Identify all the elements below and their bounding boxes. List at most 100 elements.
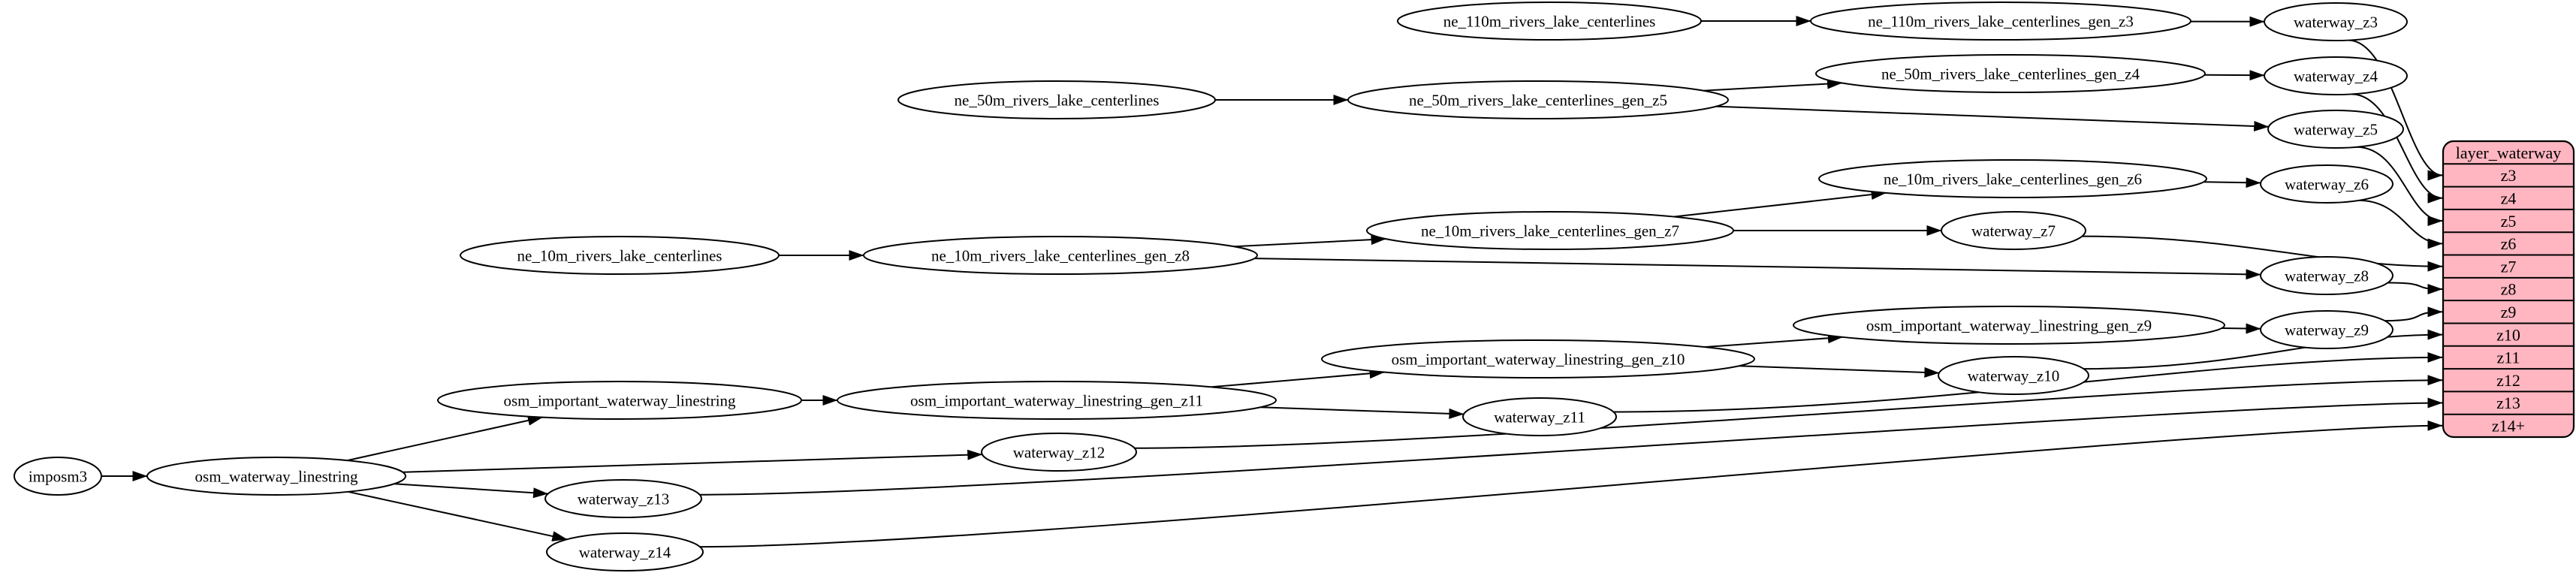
- edge-osm-important-waterway-linestring-gen-z11-to-osm-important-waterway-linestring-gen-z10: [1211, 368, 1385, 388]
- node-ne-110m-rivers-lake-centerlines: ne_110m_rivers_lake_centerlines: [1397, 2, 1702, 41]
- edge-waterway-z14-to-layer-waterway-z14-: [699, 420, 2443, 548]
- node-ellipse: [146, 457, 406, 496]
- edge-waterway-z6-to-layer-waterway-z6: [2358, 199, 2443, 249]
- node-ellipse: [2260, 256, 2394, 295]
- node-ellipse: [897, 80, 1216, 119]
- edge-ne-10m-rivers-lake-centerlines-gen-z7-to-ne-10m-rivers-lake-centerlines-gen-z6: [1673, 189, 1887, 218]
- node-osm-important-waterway-linestring-gen-z9: osm_important_waterway_linestring_gen_z9: [1793, 306, 2225, 345]
- node-ellipse: [2264, 56, 2408, 95]
- node-ellipse: [1366, 211, 1734, 250]
- node-waterway-z5: waterway_z5: [2267, 110, 2404, 149]
- table-row-z14-: z14+: [2492, 417, 2525, 436]
- node-label: waterway_z8: [2285, 267, 2369, 285]
- node-label: osm_important_waterway_linestring_gen_z1…: [1392, 350, 1685, 368]
- node-osm-important-waterway-linestring: osm_important_waterway_linestring: [437, 381, 802, 420]
- node-ellipse: [2260, 164, 2394, 204]
- node-waterway-z11: waterway_z11: [1462, 397, 1617, 436]
- node-ellipse: [1347, 80, 1729, 119]
- node-osm-important-waterway-linestring-gen-z11: osm_important_waterway_linestring_gen_z1…: [837, 381, 1277, 420]
- node-ne-110m-rivers-lake-centerlines-gen-z3: ne_110m_rivers_lake_centerlines_gen_z3: [1810, 2, 2191, 41]
- node-label: ne_110m_rivers_lake_centerlines_gen_z3: [1868, 12, 2134, 30]
- node-ellipse: [981, 433, 1137, 472]
- edge-osm-waterway-linestring-to-waterway-z14: [348, 490, 568, 541]
- node-ne-10m-rivers-lake-centerlines-gen-z6: ne_10m_rivers_lake_centerlines_gen_z6: [1818, 159, 2207, 198]
- node-label: osm_important_waterway_linestring: [503, 391, 736, 409]
- table-row-z10: z10: [2496, 325, 2520, 344]
- node-osm-waterway-linestring: osm_waterway_linestring: [146, 457, 406, 496]
- node-label: osm_waterway_linestring: [195, 467, 358, 485]
- node-waterway-z13: waterway_z13: [544, 479, 702, 518]
- node-label: waterway_z5: [2294, 120, 2378, 138]
- node-ne-50m-rivers-lake-centerlines-gen-z4: ne_50m_rivers_lake_centerlines_gen_z4: [1815, 54, 2206, 93]
- node-osm-important-waterway-linestring-gen-z10: osm_important_waterway_linestring_gen_z1…: [1321, 339, 1755, 378]
- node-ellipse: [1793, 306, 2225, 345]
- node-ellipse: [1462, 397, 1617, 436]
- node-label: ne_10m_rivers_lake_centerlines: [517, 246, 722, 264]
- node-ellipse: [2260, 310, 2394, 349]
- edge-waterway-z7-to-layer-waterway-z7: [2082, 235, 2443, 272]
- edge-ne-50m-rivers-lake-centerlines-gen-z5-to-waterway-z5: [1716, 105, 2270, 131]
- node-ellipse: [460, 236, 780, 275]
- edge-ne-10m-rivers-lake-centerlines-gen-z8-to-waterway-z8: [1254, 258, 2261, 280]
- node-label: ne_50m_rivers_lake_centerlines_gen_z5: [1409, 91, 1667, 109]
- node-label: ne_50m_rivers_lake_centerlines: [955, 91, 1160, 109]
- edge-waterway-z3-to-layer-waterway-z3: [2348, 39, 2443, 181]
- node-label: waterway_z14: [579, 543, 671, 561]
- node-ellipse: [837, 381, 1277, 420]
- node-label: waterway_z3: [2294, 13, 2378, 31]
- edge-osm-waterway-linestring-to-osm-important-waterway-linestring: [347, 415, 543, 462]
- node-ne-50m-rivers-lake-centerlines: ne_50m_rivers_lake_centerlines: [897, 80, 1216, 119]
- table-box: [2442, 140, 2575, 439]
- edge-waterway-z13-to-layer-waterway-z13: [699, 397, 2443, 496]
- node-ellipse: [1815, 54, 2206, 93]
- node-label: waterway_z12: [1013, 443, 1105, 461]
- node-imposm3: imposm3: [14, 457, 102, 496]
- node-label: waterway_z11: [1494, 408, 1585, 426]
- node-ellipse: [863, 236, 1258, 275]
- node-label: imposm3: [29, 467, 87, 485]
- node-ellipse: [1938, 356, 2089, 395]
- node-label: waterway_z10: [1968, 366, 2059, 385]
- node-label: waterway_z13: [578, 490, 669, 508]
- node-ellipse: [1941, 211, 2086, 250]
- node-ellipse: [1810, 2, 2191, 41]
- edge-osm-important-waterway-linestring-gen-z10-to-waterway-z10: [1739, 365, 1940, 378]
- node-ellipse: [1818, 159, 2207, 198]
- edge-osm-important-waterway-linestring-gen-z9-to-waterway-z9: [2222, 323, 2261, 334]
- table-row-z12: z12: [2496, 371, 2520, 390]
- node-label: waterway_z9: [2285, 321, 2369, 339]
- node-waterway-z12: waterway_z12: [981, 433, 1137, 472]
- node-ne-10m-rivers-lake-centerlines: ne_10m_rivers_lake_centerlines: [460, 236, 780, 275]
- table-row-z8: z8: [2501, 280, 2517, 299]
- node-ellipse: [1321, 339, 1755, 378]
- nodes-layer: ne_110m_rivers_lake_centerlines ne_110m_r…: [14, 2, 2408, 571]
- node-waterway-z3: waterway_z3: [2264, 2, 2408, 41]
- table-row-z11: z11: [2497, 348, 2520, 367]
- edge-osm-important-waterway-linestring-gen-z11-to-waterway-z11: [1260, 406, 1464, 419]
- node-label: waterway_z4: [2294, 67, 2378, 85]
- node-label: ne_10m_rivers_lake_centerlines_gen_z6: [1884, 170, 2142, 188]
- node-ellipse: [2264, 2, 2408, 41]
- edge-waterway-z4-to-layer-waterway-z4: [2351, 93, 2443, 204]
- node-label: waterway_z6: [2285, 175, 2369, 193]
- node-ellipse: [546, 532, 704, 571]
- table-row-z13: z13: [2496, 394, 2520, 412]
- node-label: osm_important_waterway_linestring_gen_z9: [1866, 316, 2152, 334]
- edge-waterway-z9-to-layer-waterway-z9: [2384, 306, 2443, 322]
- node-ellipse: [544, 479, 702, 518]
- node-label: osm_important_waterway_linestring_gen_z1…: [910, 391, 1203, 409]
- node-waterway-z10: waterway_z10: [1938, 356, 2089, 395]
- node-label: ne_10m_rivers_lake_centerlines_gen_z8: [931, 246, 1190, 264]
- table-row-z6: z6: [2501, 234, 2517, 253]
- node-ne-10m-rivers-lake-centerlines-gen-z8: ne_10m_rivers_lake_centerlines_gen_z8: [863, 236, 1258, 275]
- node-waterway-z8: waterway_z8: [2260, 256, 2394, 295]
- edge-osm-waterway-linestring-to-waterway-z12: [403, 449, 983, 473]
- table-row-z9: z9: [2501, 303, 2517, 321]
- edge-osm-important-waterway-linestring-gen-z10-to-osm-important-waterway-linestring-gen-z9: [1704, 333, 1843, 348]
- node-label: ne_110m_rivers_lake_centerlines: [1443, 12, 1656, 30]
- edge-waterway-z10-to-layer-waterway-z10: [2083, 329, 2443, 370]
- table-row-z3: z3: [2501, 166, 2517, 185]
- node-label: ne_10m_rivers_lake_centerlines_gen_z7: [1421, 222, 1679, 240]
- edges-layer: [101, 16, 2443, 548]
